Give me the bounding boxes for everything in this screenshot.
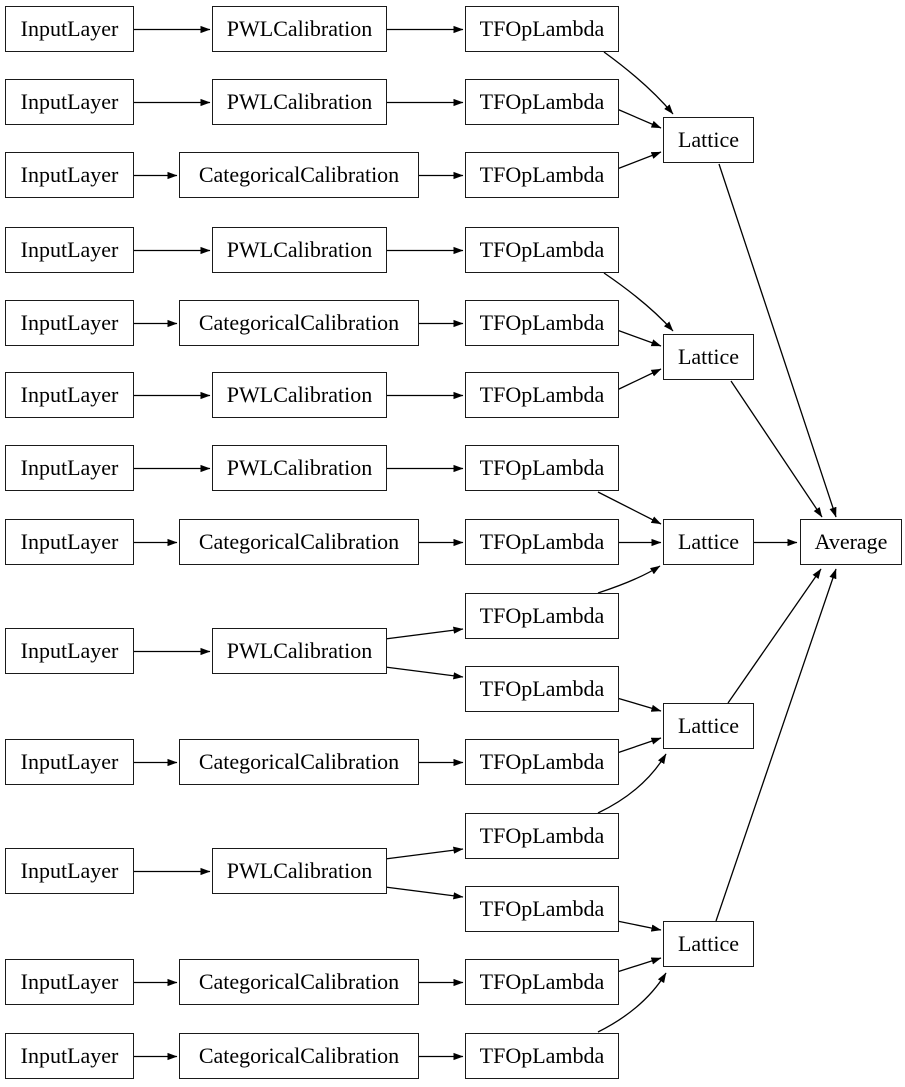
- edge-lambda-lattice-3: [616, 151, 662, 170]
- inputlayer-node-11: InputLayer: [5, 848, 134, 894]
- edge-calib-lambda-11a: [384, 846, 464, 860]
- pwlcalibration-node-6: PWLCalibration: [212, 628, 387, 674]
- tfoplambda-node-7: TFOpLambda: [465, 445, 619, 491]
- edge-lattice-average-4: [727, 568, 822, 704]
- edge-calib-lambda-9b: [384, 666, 464, 680]
- inputlayer-node-13: InputLayer: [5, 1033, 134, 1079]
- lattice-node-2: Lattice: [663, 334, 754, 380]
- tfoplambda-node-8: TFOpLambda: [465, 519, 619, 565]
- inputlayer-node-9: InputLayer: [5, 628, 134, 674]
- edge-lattice-average-2: [730, 380, 823, 518]
- tfoplambda-node-1: TFOpLambda: [465, 6, 619, 52]
- edge-lambda-lattice-15: [597, 972, 667, 1033]
- pwlcalibration-node-1: PWLCalibration: [212, 6, 387, 52]
- categoricalcalibration-node-3: CategoricalCalibration: [179, 519, 419, 565]
- edge-lambda-lattice-7: [597, 491, 662, 525]
- edge-lambda-lattice-11: [616, 737, 662, 754]
- edge-lambda-lattice-1: [603, 51, 674, 115]
- edge-lambda-lattice-5: [616, 329, 662, 347]
- pwlcalibration-node-7: PWLCalibration: [212, 848, 387, 894]
- inputlayer-node-3: InputLayer: [5, 152, 134, 198]
- inputlayer-node-5: InputLayer: [5, 300, 134, 346]
- average-node: Average: [800, 519, 902, 565]
- tfoplambda-node-5: TFOpLambda: [465, 300, 619, 346]
- tfoplambda-node-11: TFOpLambda: [465, 739, 619, 785]
- inputlayer-node-1: InputLayer: [5, 6, 134, 52]
- inputlayer-node-10: InputLayer: [5, 739, 134, 785]
- pwlcalibration-node-3: PWLCalibration: [212, 227, 387, 273]
- pwlcalibration-node-2: PWLCalibration: [212, 79, 387, 125]
- tfoplambda-node-13: TFOpLambda: [465, 886, 619, 932]
- categoricalcalibration-node-1: CategoricalCalibration: [179, 152, 419, 198]
- inputlayer-node-4: InputLayer: [5, 227, 134, 273]
- edge-lambda-lattice-14: [616, 957, 662, 973]
- tfoplambda-node-12: TFOpLambda: [465, 813, 619, 859]
- edge-lambda-lattice-13: [616, 920, 662, 932]
- lattice-node-1: Lattice: [663, 117, 754, 163]
- pwlcalibration-node-5: PWLCalibration: [212, 445, 387, 491]
- lattice-node-4: Lattice: [663, 703, 754, 749]
- edge-lambda-lattice-10: [616, 697, 662, 712]
- lattice-node-3: Lattice: [663, 519, 754, 565]
- categoricalcalibration-node-5: CategoricalCalibration: [179, 959, 419, 1005]
- lattice-node-5: Lattice: [663, 921, 754, 967]
- categoricalcalibration-node-4: CategoricalCalibration: [179, 739, 419, 785]
- inputlayer-node-2: InputLayer: [5, 79, 134, 125]
- categoricalcalibration-node-6: CategoricalCalibration: [179, 1033, 419, 1079]
- edge-lambda-lattice-9: [597, 565, 661, 594]
- tfoplambda-node-15: TFOpLambda: [465, 1033, 619, 1079]
- edge-lattice-average-1: [718, 163, 837, 518]
- edge-lattice-average-5: [715, 568, 837, 922]
- inputlayer-node-7: InputLayer: [5, 445, 134, 491]
- inputlayer-node-8: InputLayer: [5, 519, 134, 565]
- tfoplambda-node-4: TFOpLambda: [465, 227, 619, 273]
- inputlayer-node-12: InputLayer: [5, 959, 134, 1005]
- tfoplambda-node-3: TFOpLambda: [465, 152, 619, 198]
- edge-lambda-lattice-6: [616, 368, 662, 391]
- edge-lambda-lattice-2: [616, 108, 662, 129]
- tfoplambda-node-10: TFOpLambda: [465, 666, 619, 712]
- edge-calib-lambda-11b: [384, 886, 464, 900]
- categoricalcalibration-node-2: CategoricalCalibration: [179, 300, 419, 346]
- edge-lambda-lattice-12: [597, 753, 667, 814]
- tfoplambda-node-6: TFOpLambda: [465, 372, 619, 418]
- tfoplambda-node-2: TFOpLambda: [465, 79, 619, 125]
- tfoplambda-node-9: TFOpLambda: [465, 593, 619, 639]
- tfoplambda-node-14: TFOpLambda: [465, 959, 619, 1005]
- edge-calib-lambda-9a: [384, 626, 464, 640]
- edge-lambda-lattice-4: [603, 272, 674, 332]
- pwlcalibration-node-4: PWLCalibration: [212, 372, 387, 418]
- inputlayer-node-6: InputLayer: [5, 372, 134, 418]
